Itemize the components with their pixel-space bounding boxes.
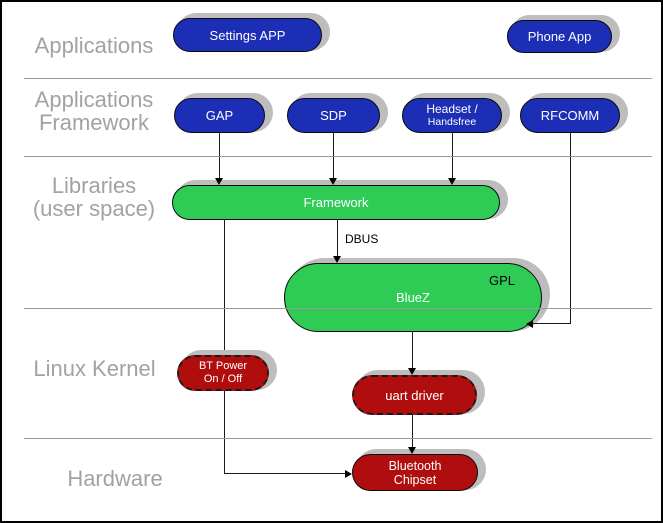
node-label: GAP <box>205 108 234 123</box>
section-label-linux-kernel: Linux Kernel <box>33 356 156 381</box>
separator-linux-kernel <box>24 438 652 439</box>
node-uart-driver: uart driver <box>352 375 477 415</box>
node-label: Handsfree <box>427 116 477 128</box>
arrowhead-rfcomm-to-bluez <box>526 320 533 328</box>
node-label: Bluetooth <box>388 458 442 473</box>
arrowhead-uart-to-chipset <box>408 447 416 454</box>
node-label: Settings APP <box>209 27 286 43</box>
gpl-badge: GPL <box>488 273 515 288</box>
edge-framework-drop-vertical <box>224 220 225 474</box>
separator-applications <box>24 78 652 79</box>
node-bt-power: BT Power On / Off <box>177 355 269 391</box>
edge-label-dbus: DBUS <box>345 232 379 246</box>
node-settings-app: Settings APP <box>173 18 322 52</box>
node-label: On / Off <box>203 373 243 385</box>
node-label: Headset / <box>426 102 478 116</box>
node-bluez: BlueZ GPL <box>284 263 542 332</box>
node-framework: Framework <box>172 185 500 220</box>
arrowhead-bluez-to-uart <box>408 368 416 375</box>
node-label: uart driver <box>385 387 444 403</box>
section-label-line: Framework <box>38 110 149 135</box>
edge-bluez-to-uart <box>412 332 413 369</box>
section-label-line: Libraries <box>51 173 137 198</box>
node-rfcomm: RFCOMM <box>520 98 620 133</box>
edge-rfcomm-vertical <box>570 133 571 324</box>
section-label-line: (user space) <box>32 196 156 221</box>
node-label: BlueZ <box>396 290 430 305</box>
separator-libraries <box>24 308 652 309</box>
arrowhead-headset-to-framework <box>448 178 456 185</box>
node-phone-app: Phone App <box>507 20 612 53</box>
node-label: RFCOMM <box>540 108 600 123</box>
separator-app-framework <box>24 156 652 157</box>
node-bluetooth-chipset: Bluetooth Chipset <box>352 454 478 491</box>
section-label-applications: Applications <box>34 33 154 58</box>
edge-dbus <box>337 220 338 257</box>
arrowhead-to-bluetooth-chipset-left <box>345 470 352 478</box>
section-label-libraries: Libraries (user space) <box>20 174 168 220</box>
section-label-line: Applications <box>34 87 154 112</box>
edge-uart-to-chipset <box>412 415 413 448</box>
arrowhead-gap-to-framework <box>215 178 223 185</box>
node-label: Framework <box>303 195 369 210</box>
node-label: Phone App <box>527 29 592 44</box>
node-sdp: SDP <box>287 98 380 133</box>
node-label: BT Power <box>198 360 248 372</box>
edge-framework-drop-horizontal <box>224 473 345 474</box>
section-label-hardware: Hardware <box>67 466 163 491</box>
arrowhead-dbus-to-bluez <box>333 256 341 263</box>
node-headset-handsfree: Headset / Handsfree <box>402 98 502 133</box>
arrowhead-sdp-to-framework <box>329 178 337 185</box>
section-label-applications-framework: Applications Framework <box>20 88 168 134</box>
node-label: SDP <box>320 108 347 123</box>
edge-rfcomm-horizontal <box>533 323 571 324</box>
node-gap: GAP <box>174 98 265 133</box>
node-label: Chipset <box>393 472 437 487</box>
